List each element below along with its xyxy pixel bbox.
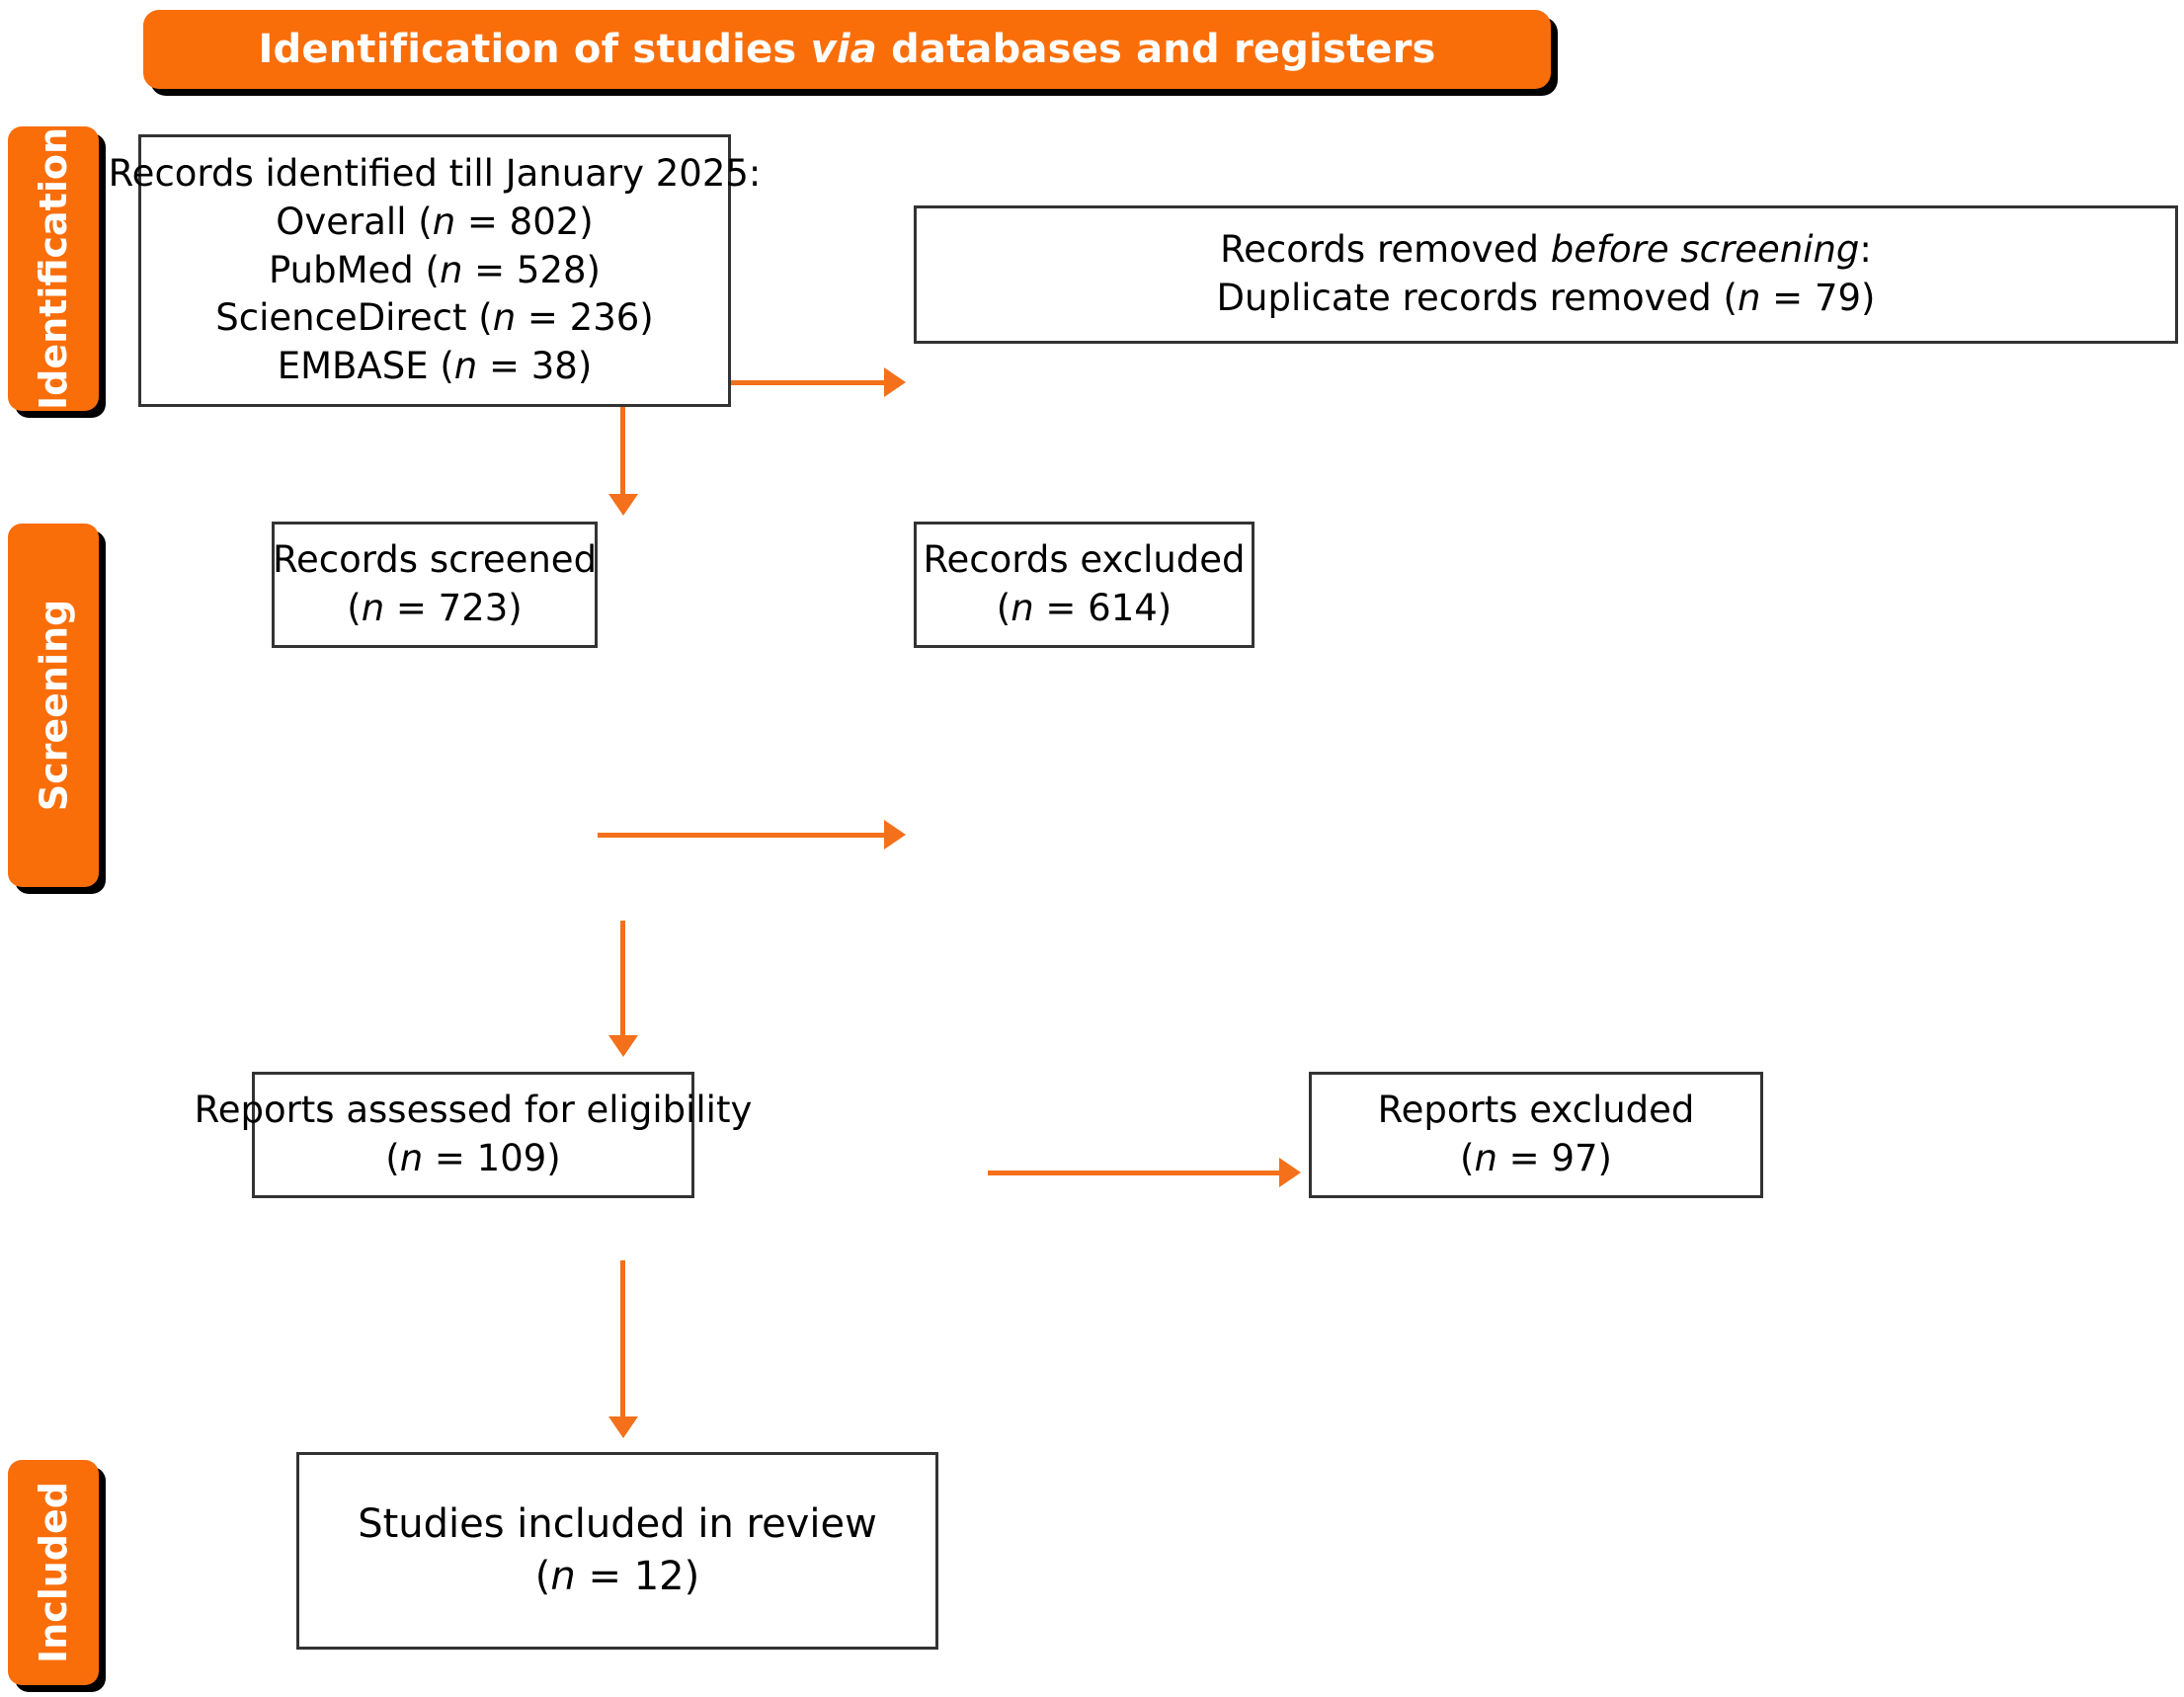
box-reports-assessed-for-eligibility: Reports assessed for eligibility (n = 10… xyxy=(195,1072,752,1198)
stage-tab-included: Included xyxy=(8,1460,99,1685)
records-identified-line-3-text: PubMed ( xyxy=(268,248,440,291)
connector-screened-to-excluded xyxy=(598,833,884,838)
connector-assessed-to-included xyxy=(620,1260,625,1418)
arrowhead-screened-to-assessed xyxy=(608,1035,638,1057)
records-identified-line-5-val: = 38) xyxy=(477,345,593,388)
reports-excluded-line-1: Reports excluded xyxy=(1377,1089,1695,1132)
records-identified-line-4: ScienceDirect (n = 236) xyxy=(215,294,653,343)
reports-assessed-line-1: Reports assessed for eligibility xyxy=(194,1089,753,1132)
records-excluded-line-2: (n = 614) xyxy=(997,585,1172,633)
arrowhead-assessed-to-reports-excluded xyxy=(1279,1158,1301,1187)
records-screened-line-2-val: = 723) xyxy=(384,587,523,629)
records-screened-line-2-n: n xyxy=(361,587,385,629)
records-identified-line-3: PubMed (n = 528) xyxy=(269,247,601,295)
connector-assessed-to-reports-excluded xyxy=(988,1171,1279,1175)
box-reports-excluded: Reports excluded (n = 97) xyxy=(1309,1072,1763,1198)
records-removed-line-1: Records removed before screening: xyxy=(1220,226,1872,275)
records-excluded-line-2-open: ( xyxy=(996,587,1011,629)
records-removed-line-2-n: n xyxy=(1737,277,1761,319)
records-identified-line-1: Records identified till January 2025: xyxy=(108,151,762,195)
arrowhead-identified-to-screened xyxy=(608,494,638,516)
records-identified-line-2-n: n xyxy=(432,200,456,243)
reports-excluded-line-2-val: = 97) xyxy=(1496,1137,1612,1179)
reports-excluded-line-2: (n = 97) xyxy=(1460,1135,1612,1183)
reports-assessed-line-2: (n = 109) xyxy=(385,1135,560,1183)
connector-identified-to-removed xyxy=(731,380,884,385)
arrowhead-screened-to-excluded xyxy=(884,820,906,849)
box-records-removed-before-screening: Records removed before screening: Duplic… xyxy=(914,205,2178,344)
records-removed-line-2-text: Duplicate records removed ( xyxy=(1216,277,1738,319)
box-studies-included-in-review: Studies included in review (n = 12) xyxy=(296,1452,938,1650)
box-records-identified: Records identified till January 2025: Ov… xyxy=(109,134,761,407)
arrowhead-assessed-to-included xyxy=(608,1416,638,1438)
reports-excluded-line-2-n: n xyxy=(1474,1137,1497,1179)
records-removed-line-2-val: = 79) xyxy=(1760,277,1876,319)
records-identified-line-4-text: ScienceDirect ( xyxy=(215,296,493,340)
reports-assessed-line-2-open: ( xyxy=(385,1137,400,1179)
records-excluded-line-1: Records excluded xyxy=(923,538,1246,582)
records-screened-line-1: Records screened xyxy=(272,538,598,582)
records-identified-line-3-n: n xyxy=(439,248,463,291)
connector-identified-to-screened xyxy=(620,407,625,496)
page-title: Identification of studies via databases … xyxy=(258,27,1435,72)
connector-screened-to-assessed xyxy=(620,921,625,1037)
records-identified-line-3-val: = 528) xyxy=(462,248,601,291)
records-screened-line-2-open: ( xyxy=(347,587,362,629)
studies-included-line-2-val: = 12) xyxy=(575,1554,700,1599)
records-identified-line-2: Overall (n = 802) xyxy=(276,199,593,247)
diagram-header-banner: Identification of studies via databases … xyxy=(143,10,1551,89)
records-identified-line-2-text: Overall ( xyxy=(276,200,433,243)
box-records-screened: Records screened (n = 723) xyxy=(272,522,598,648)
records-identified-line-4-val: = 236) xyxy=(516,296,654,340)
stage-tab-identification-label: Identification xyxy=(32,126,76,411)
records-excluded-line-2-val: = 614) xyxy=(1033,587,1173,629)
studies-included-line-2-open: ( xyxy=(534,1554,551,1599)
stage-tab-identification: Identification xyxy=(8,126,99,411)
studies-included-line-2: (n = 12) xyxy=(535,1551,699,1603)
header-title-italic: via xyxy=(810,27,877,72)
records-identified-line-4-n: n xyxy=(492,296,517,340)
records-identified-line-5-text: EMBASE ( xyxy=(277,345,454,388)
header-title-part2: databases and registers xyxy=(876,27,1436,72)
box-records-excluded: Records excluded (n = 614) xyxy=(914,522,1254,648)
stage-tab-included-label: Included xyxy=(32,1482,76,1663)
reports-excluded-line-2-open: ( xyxy=(1460,1137,1475,1179)
records-removed-line-2: Duplicate records removed (n = 79) xyxy=(1217,275,1876,323)
studies-included-line-1: Studies included in review xyxy=(358,1501,877,1548)
studies-included-line-2-n: n xyxy=(550,1554,576,1599)
reports-assessed-line-2-n: n xyxy=(399,1137,424,1179)
arrowhead-identified-to-removed xyxy=(884,367,906,397)
records-removed-line-1-text: Records removed xyxy=(1220,228,1551,272)
records-identified-line-5: EMBASE (n = 38) xyxy=(278,343,593,391)
stage-tab-screening: Screening xyxy=(8,524,99,887)
records-excluded-line-2-n: n xyxy=(1011,587,1034,629)
reports-assessed-line-2-val: = 109) xyxy=(423,1137,561,1179)
header-title-part1: Identification of studies xyxy=(258,27,811,72)
records-removed-line-1-italic: before screening xyxy=(1550,228,1860,272)
stage-tab-screening-label: Screening xyxy=(32,599,76,812)
records-removed-line-1-colon: : xyxy=(1859,228,1872,272)
records-identified-line-2-val: = 802) xyxy=(455,200,594,243)
records-screened-line-2: (n = 723) xyxy=(347,585,522,633)
records-identified-line-5-n: n xyxy=(453,345,478,388)
